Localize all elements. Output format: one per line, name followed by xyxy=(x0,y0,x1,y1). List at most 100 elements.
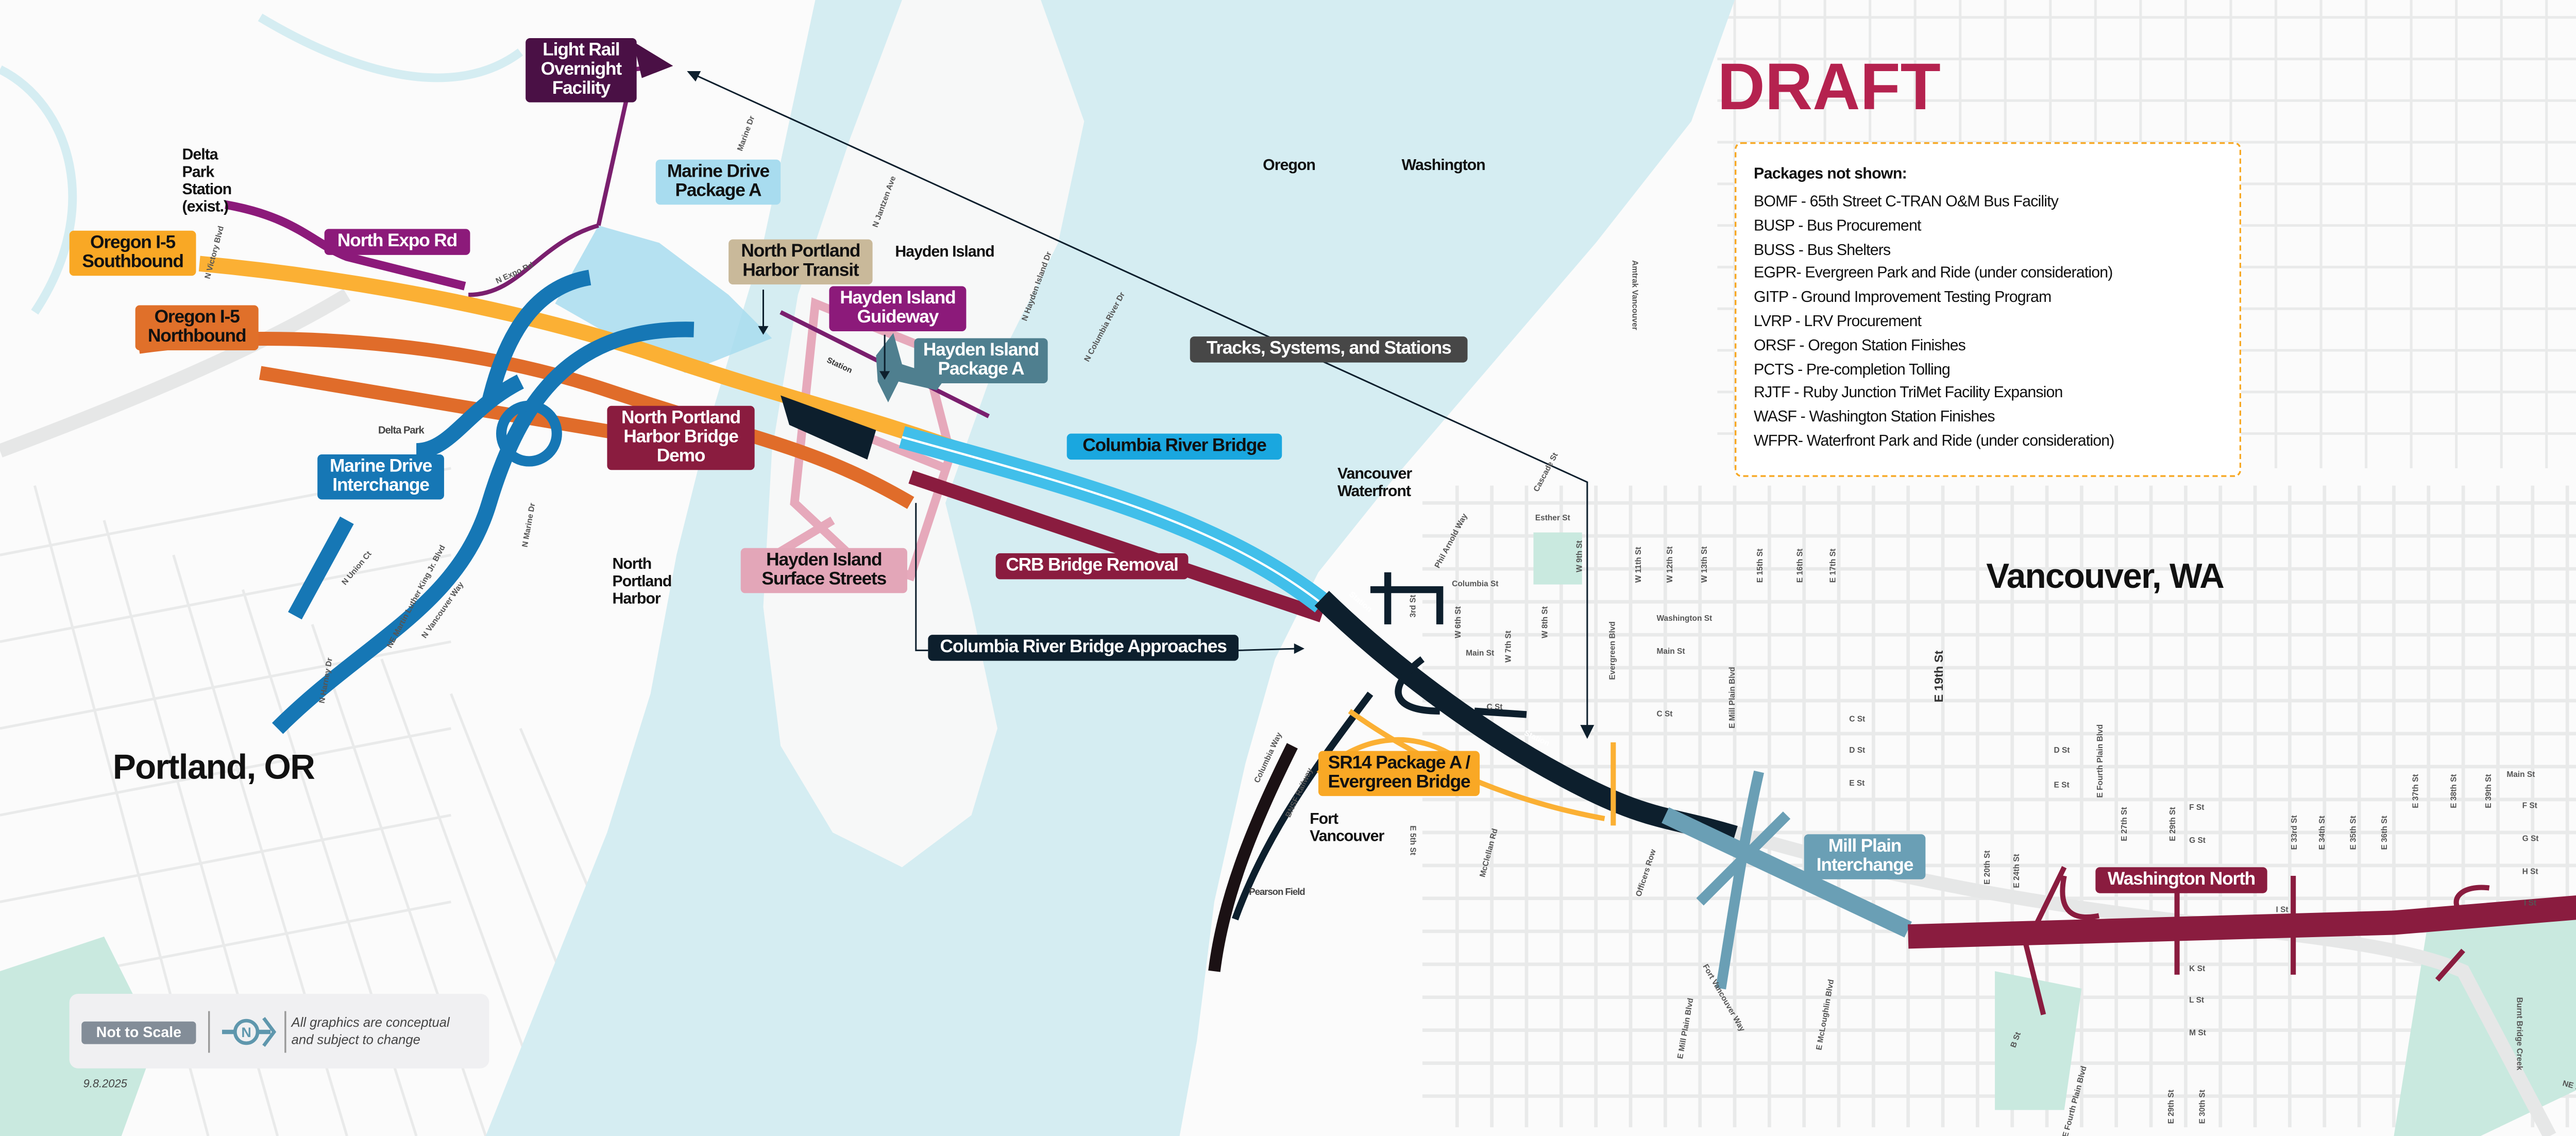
street-label: 3rd St xyxy=(1409,595,1417,618)
draft-watermark: DRAFT xyxy=(1717,52,1941,125)
street-label: C St xyxy=(1486,702,1503,711)
disclaimer-line: All graphics are conceptual xyxy=(291,1014,450,1030)
label-columbia-river-bridge: Columbia River Bridge xyxy=(1066,433,1282,460)
street-label: E St xyxy=(1849,778,1865,788)
bridge-approaches-ramps xyxy=(1231,572,1527,921)
street-line xyxy=(0,727,451,817)
legend-item: EGPR- Evergreen Park and Ride (under con… xyxy=(1754,264,2113,282)
place-delta-park: Delta Park xyxy=(378,427,425,437)
washington-north-ramps xyxy=(2023,866,2490,1015)
street-label: G St xyxy=(2522,834,2539,843)
label-north-expo-rd: North Expo Rd xyxy=(324,229,470,255)
arrowheads xyxy=(687,71,1595,739)
marine-drive-loop xyxy=(496,400,562,467)
label-north-portland-harbor-bridge-demo: North Portland Harbor Bridge Demo xyxy=(607,405,755,470)
street-label: L St xyxy=(2189,995,2205,1005)
scale-disclaimer-box: Not to Scale N All graphics are conceptu… xyxy=(69,993,489,1069)
street-line xyxy=(0,813,451,904)
north-arrow-icon: N xyxy=(222,1017,277,1047)
legend-item: LVRP - LRV Procurement xyxy=(1754,312,1922,330)
street-label: K St xyxy=(2189,964,2206,973)
street-label: E 20th St xyxy=(1982,850,1992,885)
label-oregon-i5-northbound: Oregon I-5 Northbound xyxy=(135,305,259,351)
park-vancouver xyxy=(1533,532,1582,585)
fort-vancouver-rail xyxy=(1208,743,1298,972)
street-label: D St xyxy=(1849,745,1866,755)
street-label: Burnt Bridge Creek xyxy=(2515,997,2524,1071)
street-label: E 19th St xyxy=(1934,650,1946,703)
label-crb-bridge-removal: CRB Bridge Removal xyxy=(995,553,1189,580)
street-label: Main St xyxy=(1466,649,1495,657)
legend-item: PCTS - Pre-completion Tolling xyxy=(1754,360,1951,378)
street-label: E 29th St xyxy=(2166,1090,2176,1124)
place-hayden-island: Hayden Island xyxy=(895,243,994,260)
street-label: W 12th St xyxy=(1665,546,1674,583)
street-label: I St xyxy=(2523,898,2537,907)
street-label: Esther St xyxy=(1535,513,1570,522)
street-label: G St xyxy=(2189,836,2206,845)
washington-north-shape xyxy=(1908,895,2576,949)
leader-lines xyxy=(690,72,1588,728)
street-label: C St xyxy=(1849,714,1866,723)
street-line xyxy=(0,553,451,643)
street-label: E 27th St xyxy=(2120,807,2129,841)
street-label: E Fourth Plain Blvd xyxy=(2095,724,2105,798)
north-arrow-letter: N xyxy=(241,1025,251,1040)
place-pearson-field: Pearson Field xyxy=(1249,888,1305,898)
street-label: E 37th St xyxy=(2411,774,2420,808)
street-label: E 16th St xyxy=(1795,548,1804,583)
street-label: F St xyxy=(2189,803,2205,812)
mill-plain-crossing xyxy=(1696,770,1791,990)
street-label: E 5th St xyxy=(1409,825,1417,856)
street-label: W 13th St xyxy=(1700,546,1709,583)
legend-item: WFPR- Waterfront Park and Ride (under co… xyxy=(1754,432,2114,449)
map-date: 9.8.2025 xyxy=(83,1078,127,1091)
street-label: I St xyxy=(2276,905,2289,914)
crb-removal-shape xyxy=(908,470,1324,622)
street-line xyxy=(0,640,451,730)
label-mill-plain-interchange: Mill Plain Interchange xyxy=(1804,834,1926,879)
label-washington-north: Washington North xyxy=(2095,867,2267,893)
legend-item: GITP - Ground Improvement Testing Progra… xyxy=(1754,288,2052,306)
place-fort-vancouver: Fort Vancouver xyxy=(1310,810,1384,845)
street-label: W 8th St xyxy=(1540,606,1549,638)
street-label: E 15th St xyxy=(1755,548,1765,583)
street-label: E Mill Plain Blvd xyxy=(1727,667,1737,728)
not-to-scale-badge: Not to Scale xyxy=(81,1021,196,1044)
label-marine-drive-package-a: Marine Drive Package A xyxy=(655,159,781,205)
street-label: Main St xyxy=(2506,770,2535,779)
label-hayden-island-surface-streets: Hayden Island Surface Streets xyxy=(740,548,907,594)
street-label: E 29th St xyxy=(2168,807,2177,841)
place-oregon: Oregon xyxy=(1263,156,1316,174)
legend-item: BUSP - Bus Procurement xyxy=(1754,216,1921,234)
legend-item: BUSS - Bus Shelters xyxy=(1754,240,1891,258)
light-rail-overnight-facility-shape xyxy=(633,41,673,78)
street-label: E 24th St xyxy=(2012,854,2021,888)
harbor-bridge-demo-shape xyxy=(781,395,876,460)
street-label: E 38th St xyxy=(2449,774,2459,808)
city-portland: Portland, OR xyxy=(112,749,315,788)
columbia-river-bridge-centerline xyxy=(902,436,1323,605)
street-label: E 35th St xyxy=(2348,816,2358,850)
label-hayden-island-guideway: Hayden Island Guideway xyxy=(829,286,967,331)
slough-water xyxy=(0,13,523,315)
legend-item: ORSF - Oregon Station Finishes xyxy=(1754,336,1966,354)
label-hayden-island-package-a: Hayden Island Package A xyxy=(914,338,1048,383)
street-label: E 33rd St xyxy=(2290,815,2299,850)
street-label: D St xyxy=(2054,745,2070,755)
street-label: H St xyxy=(2522,867,2538,876)
disclaimer-text: All graphics are conceptual and subject … xyxy=(292,1014,450,1049)
marine-drive-package-a-shape xyxy=(555,225,772,373)
packages-not-shown-legend: Packages not shown: BOMF - 65th Street C… xyxy=(1735,142,2242,477)
place-washington: Washington xyxy=(1401,156,1486,174)
street-label: Main St xyxy=(1656,647,1685,656)
street-label: Amtrak Vancouver xyxy=(1630,260,1639,330)
label-oregon-i5-southbound: Oregon I-5 Southbound xyxy=(69,230,196,276)
street-label: W 11th St xyxy=(1634,547,1643,583)
label-marine-drive-interchange: Marine Drive Interchange xyxy=(317,454,444,500)
place-delta-park-station: Delta Park Station (exist.) xyxy=(182,145,232,215)
label-light-rail-overnight-facility: Light Rail Overnight Facility xyxy=(526,38,637,103)
street-label: E 17th St xyxy=(1828,548,1837,583)
street-label: W 9th St xyxy=(1575,540,1584,572)
city-vancouver: Vancouver, WA xyxy=(1986,558,2225,597)
